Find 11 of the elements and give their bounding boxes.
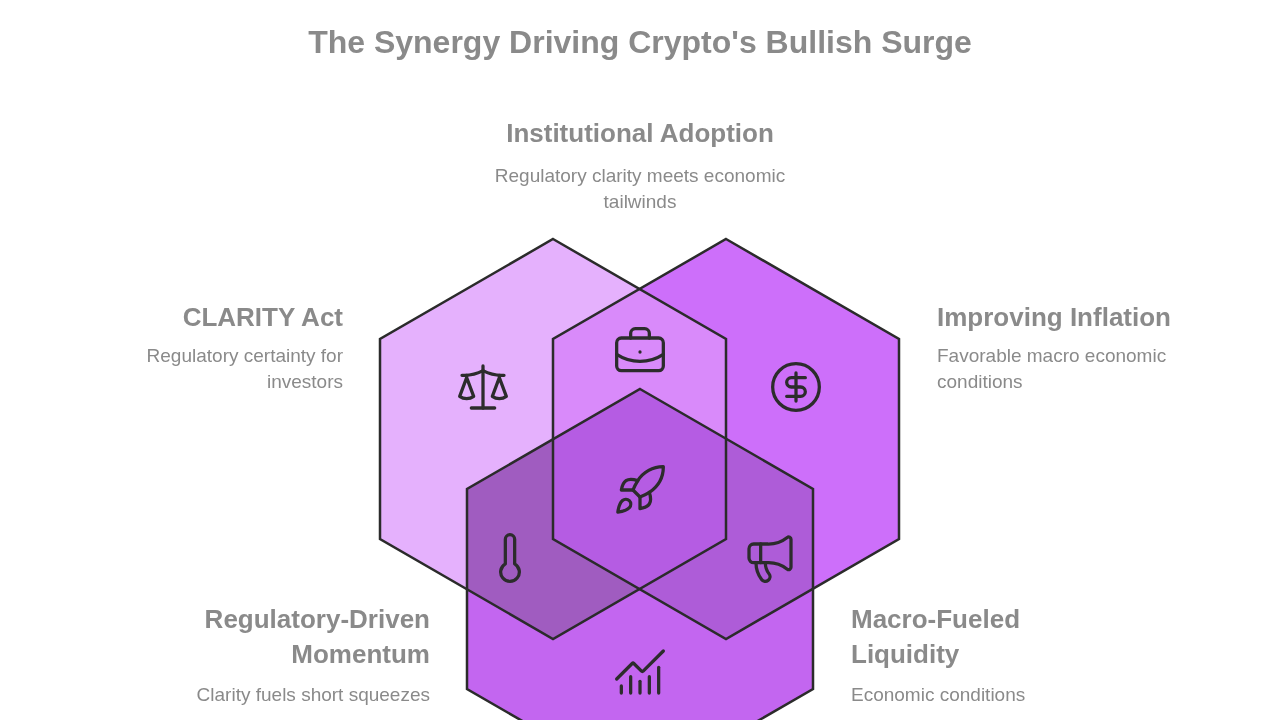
diagram-title: The Synergy Driving Crypto's Bullish Surge [308,24,972,61]
section-heading: Improving Inflation [937,301,1171,334]
section-description: Regulatory clarity meets economic tailwinds [493,164,787,214]
section-heading: Macro-Fueled Liquidity [851,603,1022,671]
section-description: Economic conditions [851,683,1026,707]
section-heading: CLARITY Act [182,301,343,334]
section-description: Favorable macro economic conditions [937,344,1168,394]
section-heading: Regulatory-Driven Momentum [203,603,430,671]
section-description: Regulatory certainty for investors [145,344,343,394]
section-description: Clarity fuels short squeezes [196,683,430,707]
section-heading: Institutional Adoption [506,117,774,150]
